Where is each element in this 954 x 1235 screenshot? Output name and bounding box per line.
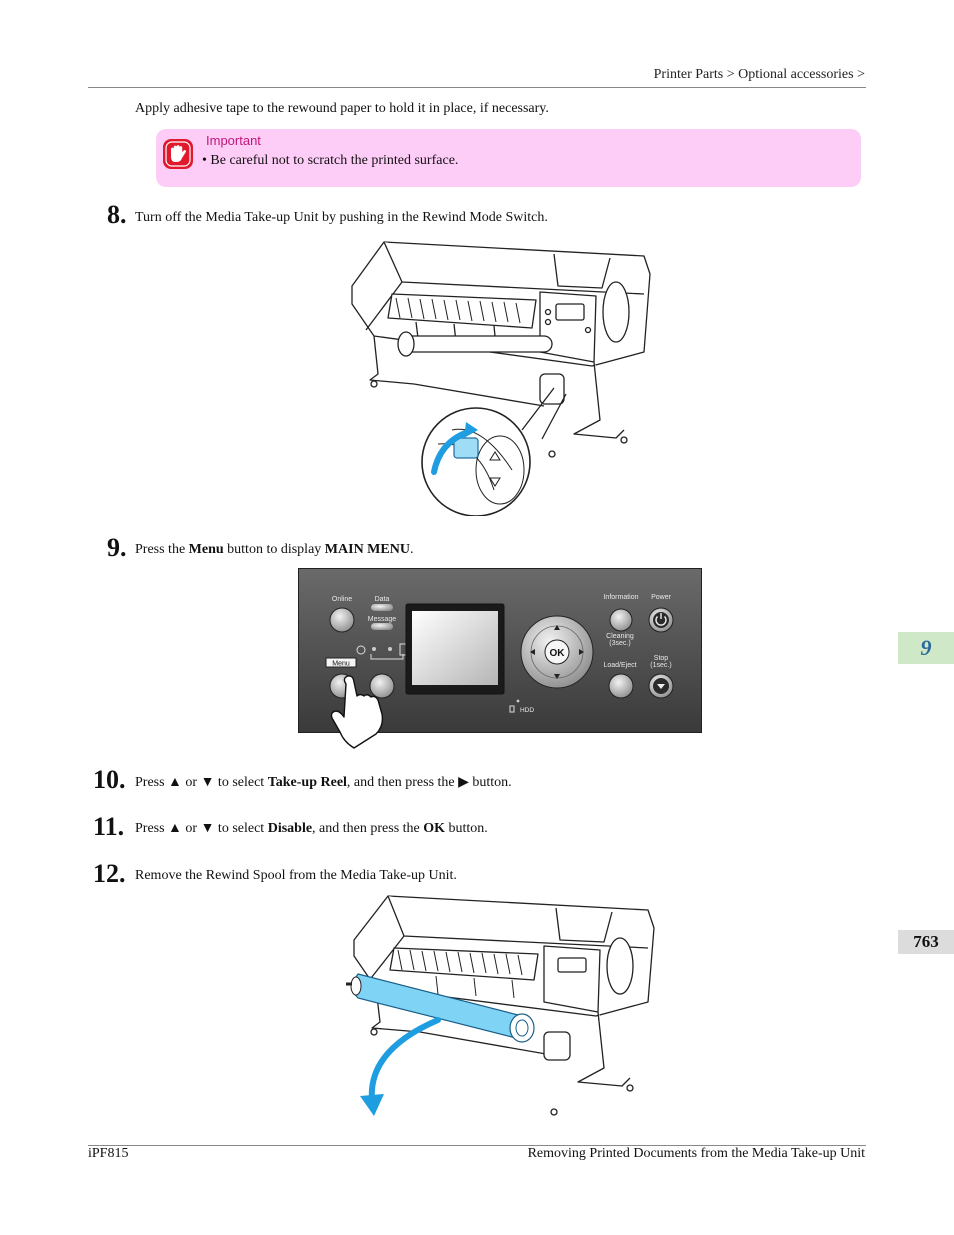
step-text-run: Press the bbox=[135, 542, 189, 557]
step-emphasis: MAIN MENU bbox=[324, 542, 410, 557]
step-10-text: Press ▲ or ▼ to select Take-up Reel, and… bbox=[135, 774, 512, 791]
down-arrow-icon[interactable] bbox=[554, 674, 560, 679]
step-text-run: button. bbox=[445, 821, 488, 836]
step-text-run: Turn off the Media Take-up Unit by pushi… bbox=[135, 210, 548, 225]
step-emphasis: OK bbox=[423, 821, 446, 836]
footer-divider bbox=[88, 1145, 866, 1146]
footer-section-title: Removing Printed Documents from the Medi… bbox=[527, 1146, 865, 1161]
page-number-tab: 763 bbox=[898, 930, 954, 954]
step-text-run: . bbox=[409, 542, 414, 557]
information-label: Information bbox=[603, 594, 638, 601]
display-screen bbox=[412, 611, 498, 685]
important-note: Important • Be careful not to scratch th… bbox=[156, 129, 861, 187]
important-title: Important bbox=[206, 133, 261, 148]
left-arrow-icon[interactable] bbox=[530, 649, 535, 655]
cleaning-label: Cleaning bbox=[606, 633, 634, 640]
step-9-number: 9. bbox=[107, 533, 127, 562]
online-label: Online bbox=[332, 596, 352, 603]
step-emphasis: Disable bbox=[267, 821, 313, 836]
right-arrow-icon[interactable] bbox=[579, 649, 584, 655]
step-8-text: Turn off the Media Take-up Unit by pushi… bbox=[135, 210, 548, 226]
stop-icon bbox=[657, 684, 665, 689]
step-text-run: , and then press the bbox=[312, 821, 424, 836]
cleaning-sublabel: (3sec.) bbox=[609, 640, 630, 647]
power-label: Power bbox=[651, 594, 672, 601]
menu-label: Menu bbox=[332, 661, 350, 668]
step-10-number: 10. bbox=[93, 765, 126, 794]
step-emphasis: Take-up Reel bbox=[267, 775, 347, 790]
message-lamp bbox=[371, 623, 393, 630]
footer-model: iPF815 bbox=[88, 1146, 129, 1161]
step-12-text: Remove the Rewind Spool from the Media T… bbox=[135, 868, 457, 884]
up-arrow-icon[interactable] bbox=[554, 625, 560, 630]
step-9-text: Press the Menu button to display MAIN ME… bbox=[135, 542, 413, 558]
step-text-run: , and then press the ▶ button. bbox=[346, 775, 512, 790]
step-11-text: Press ▲ or ▼ to select Disable, and then… bbox=[135, 821, 488, 837]
step-12-number: 12. bbox=[93, 859, 126, 888]
remove-spool-illustration bbox=[346, 895, 655, 1116]
online-button[interactable] bbox=[329, 607, 355, 633]
data-lamp bbox=[371, 604, 393, 611]
message-label: Message bbox=[368, 616, 397, 623]
ok-label: OK bbox=[550, 648, 566, 659]
printer-rewind-switch-illustration bbox=[351, 241, 651, 516]
control-panel-illustration: Online Data Message Menu HDD OK Informat… bbox=[298, 568, 702, 749]
step-text-run: Remove the Rewind Spool from the Media T… bbox=[135, 868, 457, 883]
rewind-spool bbox=[346, 973, 535, 1043]
step-text-run: button to display bbox=[223, 542, 325, 557]
pressing-hand-icon bbox=[330, 675, 384, 749]
step-text-run: Press ▲ or ▼ to select bbox=[135, 821, 268, 836]
ok-button[interactable] bbox=[544, 639, 570, 665]
step-11-number: 11. bbox=[93, 812, 125, 841]
curved-arrow-icon bbox=[368, 1017, 441, 1103]
step-text-run: Press ▲ or ▼ to select bbox=[135, 775, 268, 790]
hdd-label: HDD bbox=[520, 707, 534, 714]
step-8-number: 8. bbox=[107, 200, 127, 229]
step-emphasis: Menu bbox=[188, 542, 224, 557]
important-bullet: • Be careful not to scratch the printed … bbox=[202, 153, 459, 168]
intro-text: Apply adhesive tape to the rewound paper… bbox=[135, 101, 549, 116]
data-label: Data bbox=[375, 596, 390, 603]
settings-icon bbox=[356, 645, 366, 655]
stop-label: Stop bbox=[654, 655, 669, 662]
stop-sublabel: (1sec.) bbox=[650, 662, 671, 669]
chapter-tab[interactable]: 9 bbox=[898, 632, 954, 664]
information-button[interactable] bbox=[609, 608, 633, 632]
hdd-icon bbox=[509, 705, 515, 713]
breadcrumb[interactable]: Printer Parts > Optional accessories > bbox=[653, 67, 865, 82]
header-divider bbox=[88, 87, 866, 88]
load-eject-label: Load/Eject bbox=[603, 662, 636, 669]
stop-hand-icon bbox=[163, 139, 193, 169]
load-eject-button[interactable] bbox=[608, 673, 634, 699]
power-icon bbox=[655, 616, 667, 626]
back-button[interactable] bbox=[369, 673, 395, 699]
